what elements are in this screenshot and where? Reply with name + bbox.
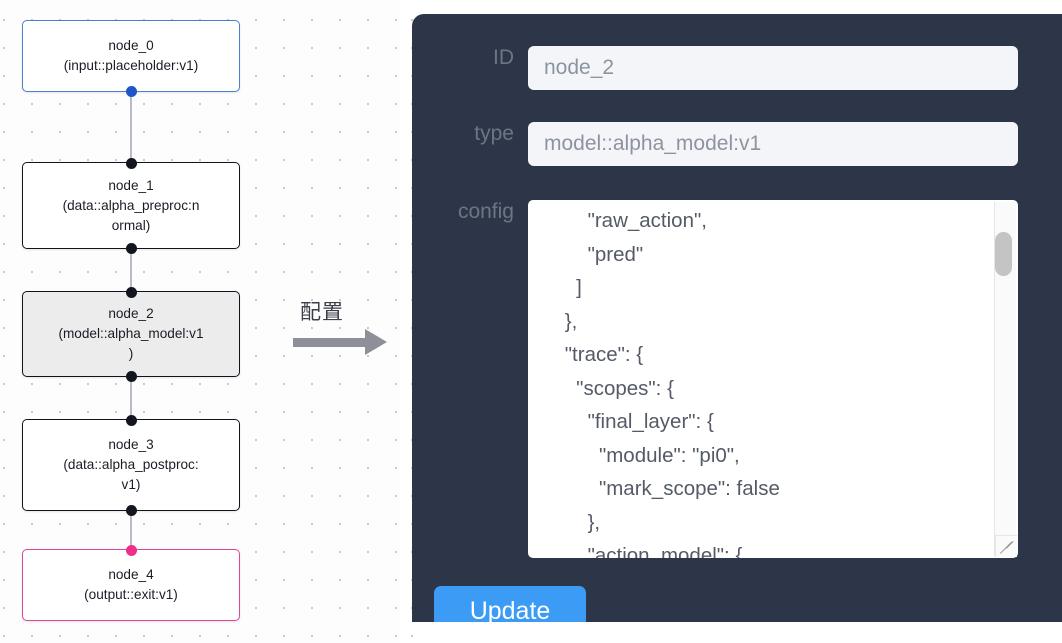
node-port-source[interactable] [125,85,137,97]
config-scrollbar-track[interactable] [994,202,1016,556]
type-field-label: type [474,122,514,145]
config-scrollbar-thumb[interactable] [995,232,1012,276]
config-textarea[interactable]: "raw_action", "pred" ] }, "trace": { "sc… [528,200,1018,558]
config-textarea-wrapper: "raw_action", "pred" ] }, "trace": { "sc… [528,200,1018,558]
graph-edge-1-2 [129,249,133,292]
arrow-head-icon [365,329,387,355]
flow-arrow: 配置 [293,296,397,358]
id-field-label: ID [493,46,514,69]
graph-edge-3-4 [129,511,133,549]
graph-node-label: node_3 (data::alpha_postproc: v1) [63,437,199,492]
node-port-target[interactable] [125,544,137,556]
node-port-source[interactable] [125,504,137,516]
update-button[interactable]: Update [434,586,586,622]
node-port-target[interactable] [125,286,137,298]
field-row-config: config "raw_action", "pred" ] }, "trace"… [430,200,1018,558]
node-port-source[interactable] [125,370,137,382]
node-port-target[interactable] [125,157,137,169]
node-port-source[interactable] [125,242,137,254]
graph-node-label: node_0 (input::placeholder:v1) [63,38,199,73]
graph-node-label: node_2 (model::alpha_model:v1 ) [58,306,204,361]
graph-node-node_3[interactable]: node_3 (data::alpha_postproc: v1) [22,414,240,516]
arrow-shaft-icon [293,338,367,347]
graph-node-label: node_1 (data::alpha_preproc:n ormal) [62,177,200,233]
field-row-type: type [430,122,1018,166]
graph-node-node_1[interactable]: node_1 (data::alpha_preproc:n ormal) [22,157,240,254]
graph-edge-2-3 [129,377,133,419]
graph-edge-0-1 [129,92,133,162]
field-row-id: ID [430,46,1018,90]
graph-node-node_2[interactable]: node_2 (model::alpha_model:v1 ) [22,286,240,382]
graph-node-node_0[interactable]: node_0 (input::placeholder:v1) [22,20,240,97]
graph-node-node_4[interactable]: node_4 (output::exit:v1) [22,544,240,621]
graph-canvas[interactable]: node_0 (input::placeholder:v1) node_1 (d… [0,0,400,643]
resize-handle-icon[interactable] [995,535,1017,557]
node-port-target[interactable] [125,414,137,426]
flow-arrow-caption: 配置 [300,300,344,324]
type-input[interactable] [528,122,1018,166]
config-field-label: config [457,200,514,223]
id-input[interactable] [528,46,1018,90]
node-inspector-panel: ID type config "raw_action", "pred" ] },… [412,14,1062,622]
graph-node-label: node_4 (output::exit:v1) [84,567,178,602]
